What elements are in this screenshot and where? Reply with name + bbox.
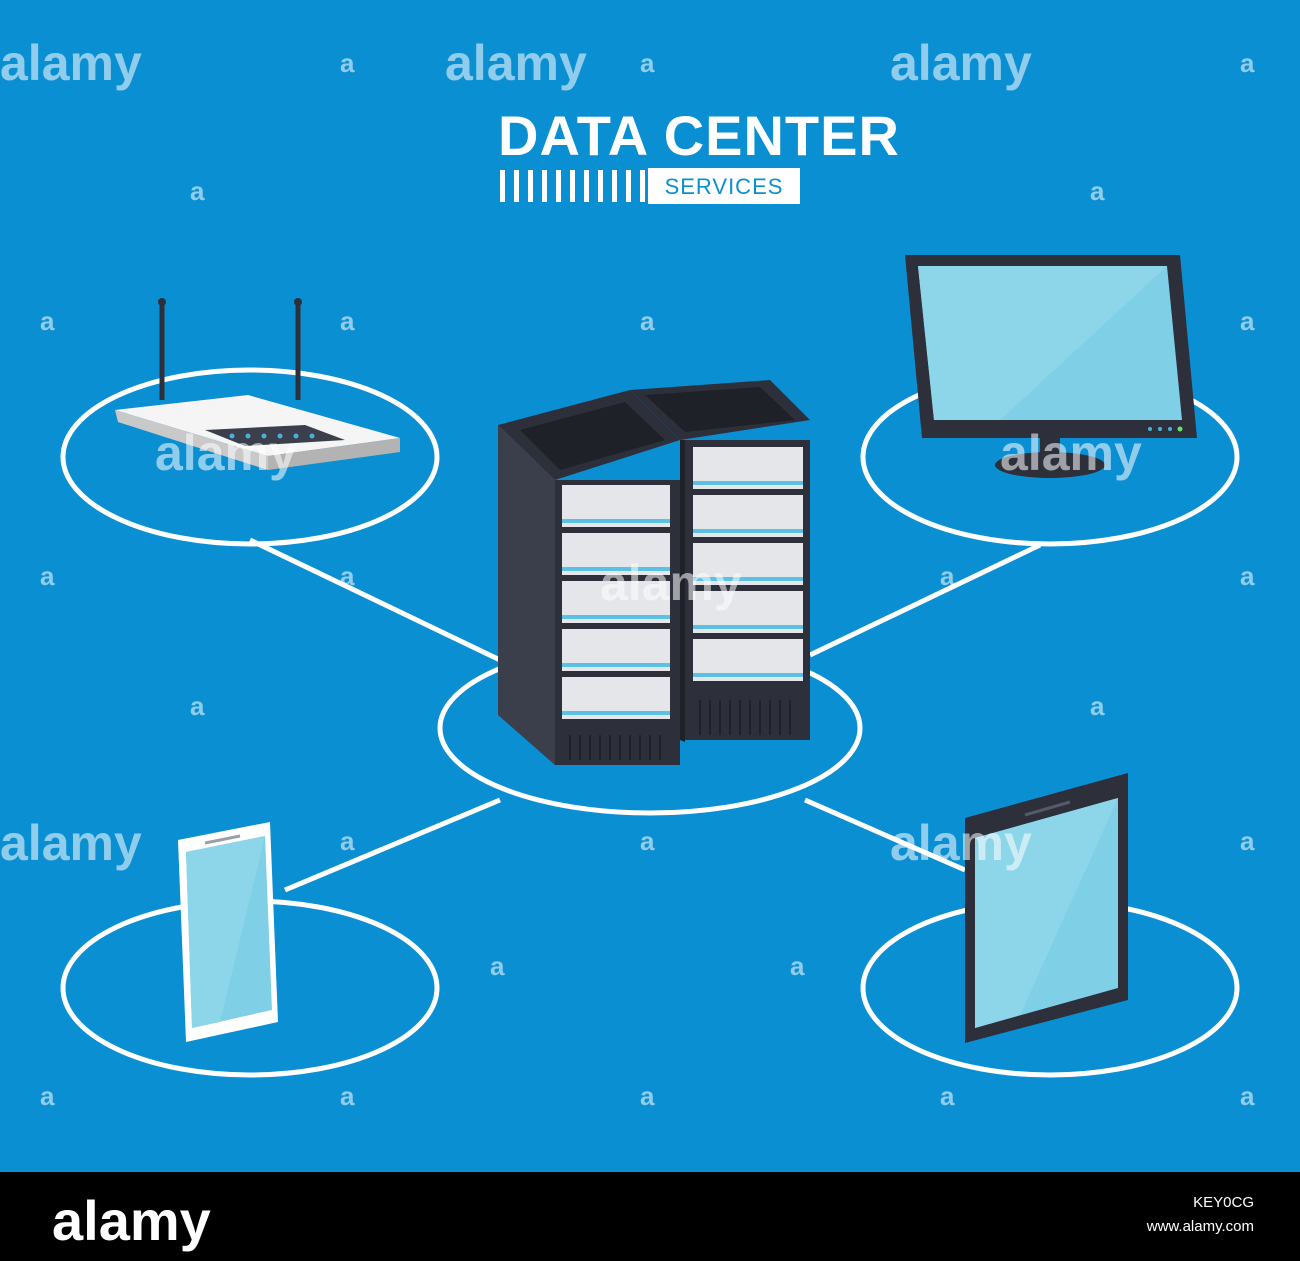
watermark-mark: a bbox=[640, 1081, 655, 1111]
watermark-text: alamy bbox=[445, 35, 587, 91]
link-router-server bbox=[248, 537, 502, 663]
watermark-text: alamy bbox=[890, 815, 1032, 871]
watermark-mark: a bbox=[1090, 176, 1105, 206]
watermark-mark: a bbox=[940, 561, 955, 591]
watermark-mark: a bbox=[1240, 826, 1255, 856]
watermark-mark: a bbox=[940, 1081, 955, 1111]
watermark-text: alamy bbox=[1000, 425, 1142, 481]
watermark-mark: a bbox=[190, 176, 205, 206]
smartphone-icon bbox=[178, 822, 278, 1042]
watermark-layer: alamy alamy alamy alamy alamy alamy alam… bbox=[0, 35, 1255, 1111]
watermark-mark: a bbox=[40, 561, 55, 591]
watermark-mark: a bbox=[1240, 1081, 1255, 1111]
watermark-mark: a bbox=[1090, 691, 1105, 721]
watermark-mark: a bbox=[340, 48, 355, 78]
watermark-text: alamy bbox=[600, 555, 742, 611]
network-diagram: DATA CENTER SERVICES bbox=[0, 35, 1255, 1111]
watermark-text: alamy bbox=[890, 35, 1032, 91]
title-logo: DATA CENTER SERVICES bbox=[498, 104, 900, 204]
diagram-canvas: DATA CENTER SERVICES bbox=[0, 0, 1300, 1172]
watermark-text: alamy bbox=[155, 425, 297, 481]
wifi-router-icon bbox=[115, 298, 400, 470]
link-monitor-server bbox=[808, 542, 1042, 658]
watermark-mark: a bbox=[40, 1081, 55, 1111]
watermark-mark: a bbox=[40, 306, 55, 336]
watermark-mark: a bbox=[640, 48, 655, 78]
watermark-mark: a bbox=[340, 561, 355, 591]
tablet-icon bbox=[965, 773, 1128, 1043]
watermark-mark: a bbox=[340, 306, 355, 336]
watermark-mark: a bbox=[340, 1081, 355, 1111]
title-text: DATA CENTER bbox=[498, 104, 900, 167]
link-tablet-server bbox=[803, 797, 967, 873]
subtitle-text: SERVICES bbox=[665, 174, 784, 199]
watermark-text: alamy bbox=[0, 35, 142, 91]
image-id: KEY0CG bbox=[1193, 1194, 1254, 1211]
footer-bar: alamy KEY0CG www.alamy.com bbox=[0, 1172, 1300, 1261]
footer-logo: alamy bbox=[52, 1189, 211, 1252]
watermark-mark: a bbox=[640, 306, 655, 336]
watermark-mark: a bbox=[790, 951, 805, 981]
watermark-mark: a bbox=[340, 826, 355, 856]
watermark-mark: a bbox=[1240, 561, 1255, 591]
watermark-mark: a bbox=[490, 951, 505, 981]
watermark-text: alamy bbox=[0, 815, 142, 871]
desktop-monitor-icon bbox=[905, 255, 1197, 478]
watermark-mark: a bbox=[1240, 306, 1255, 336]
footer-url[interactable]: www.alamy.com bbox=[1146, 1218, 1254, 1235]
watermark-mark: a bbox=[190, 691, 205, 721]
subtitle-box bbox=[648, 168, 800, 204]
node-ring-router bbox=[60, 367, 440, 547]
watermark-mark: a bbox=[640, 826, 655, 856]
server-rack-icon bbox=[498, 380, 810, 765]
watermark-mark: a bbox=[1240, 48, 1255, 78]
link-phone-server bbox=[284, 797, 501, 893]
barcode-decoration bbox=[500, 170, 645, 202]
